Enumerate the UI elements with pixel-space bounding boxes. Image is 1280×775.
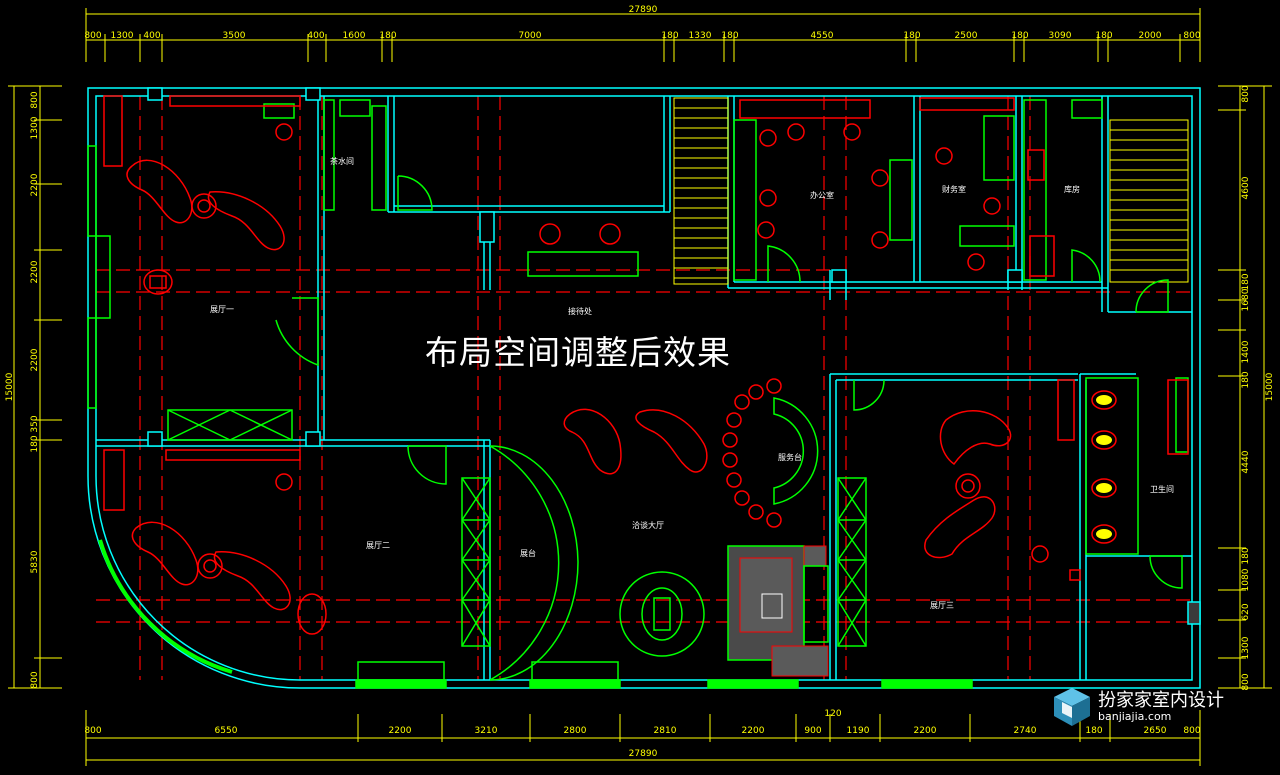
- layout-caption: 布局空间调整后效果: [425, 333, 731, 372]
- label-showroom-1: 展厅一: [210, 305, 234, 314]
- dim-top-16: 180: [1095, 31, 1112, 41]
- dim-right-11: 800: [1241, 673, 1251, 690]
- dim-bottom-1: 6550: [215, 726, 238, 736]
- dim-bottom-14: 800: [1183, 726, 1200, 736]
- dim-top-3: 3500: [223, 31, 246, 41]
- columns: [147, 87, 1201, 625]
- dim-top-10: 180: [721, 31, 738, 41]
- dim-bottom-12: 180: [1085, 726, 1102, 736]
- dimension-lines: [8, 8, 1272, 766]
- dimension-ticks: [34, 34, 1246, 742]
- dim-top-2: 400: [143, 31, 160, 41]
- dim-bottom-5: 2810: [654, 726, 677, 736]
- walls: [87, 87, 1201, 689]
- label-lobby: 洽谈大厅: [632, 520, 664, 530]
- label-display: 展台: [520, 548, 536, 558]
- dim-right-7: 180: [1241, 547, 1251, 564]
- dim-left-3: 2200: [30, 260, 40, 283]
- dim-top-14: 180: [1011, 31, 1028, 41]
- dim-total-right: 15000: [1265, 372, 1275, 401]
- brand-name: 扮家家室内设计: [1098, 690, 1224, 711]
- dim-top-12: 180: [903, 31, 920, 41]
- dim-bottom-9: 1190: [847, 726, 870, 736]
- dim-right-5: 180: [1241, 371, 1251, 388]
- dim-bottom-3: 3210: [475, 726, 498, 736]
- axis-lines: [96, 96, 1190, 680]
- toilet-fill: [1096, 395, 1112, 539]
- dim-left-2: 2200: [30, 173, 40, 196]
- dim-right-3: 1680: [1241, 288, 1251, 311]
- dim-right-9: 620: [1241, 603, 1251, 620]
- dim-right-8: 1080: [1241, 568, 1251, 591]
- furniture: [103, 95, 1189, 635]
- display-booth: [727, 545, 829, 677]
- dim-bottom-10: 2200: [914, 726, 937, 736]
- dim-top-5: 1600: [343, 31, 366, 41]
- label-reception: 接待处: [568, 306, 592, 316]
- dim-top-7: 7000: [519, 31, 542, 41]
- dim-bottom-8: 120: [824, 709, 841, 719]
- room-labels: 展厅一 展厅二 展厅三 洽谈大厅 接待处 茶水间 办公室 财务室 库房 卫生间 …: [210, 156, 1174, 610]
- dim-right-col: 800 4600 180 1680 1400 180 4440 180 1080…: [1241, 85, 1251, 690]
- dim-top-row: 800 1300 400 3500 400 1600 180 7000 180 …: [84, 31, 1200, 41]
- dim-top-1: 1300: [111, 31, 134, 41]
- dim-right-4: 1400: [1241, 340, 1251, 363]
- dim-bottom-0: 800: [84, 726, 101, 736]
- dim-left-0: 800: [30, 91, 40, 108]
- dim-top-18: 800: [1183, 31, 1200, 41]
- dim-right-2: 180: [1241, 273, 1251, 290]
- cube-logo-icon: [1054, 688, 1090, 726]
- dim-top-17: 2000: [1139, 31, 1162, 41]
- stair-left: [673, 97, 729, 285]
- dim-bottom-row: 800 6550 2200 3210 2800 2810 2200 900 12…: [84, 709, 1200, 736]
- dim-top-13: 2500: [955, 31, 978, 41]
- dim-bottom-11: 2740: [1014, 726, 1037, 736]
- label-showroom-2: 展厅二: [366, 541, 390, 550]
- dim-bottom-2: 2200: [389, 726, 412, 736]
- label-wc: 卫生间: [1150, 484, 1174, 494]
- dim-top-6: 180: [379, 31, 396, 41]
- brand-watermark: 扮家家室内设计 banjiajia.com: [1050, 684, 1278, 732]
- dim-left-8: 800: [30, 671, 40, 688]
- label-tea-room: 茶水间: [330, 156, 354, 166]
- brand-url: banjiajia.com: [1098, 710, 1172, 723]
- dim-bottom-7: 900: [804, 726, 821, 736]
- dim-right-10: 1300: [1241, 636, 1251, 659]
- stair-right: [1109, 119, 1189, 283]
- dim-bottom-6: 2200: [742, 726, 765, 736]
- dim-left-5: 350: [30, 415, 40, 432]
- dim-top-9: 1330: [689, 31, 712, 41]
- dim-total-left: 15000: [5, 372, 15, 401]
- label-storage: 库房: [1064, 184, 1080, 194]
- dim-left-4: 2200: [30, 348, 40, 371]
- dim-total-top: 27890: [629, 5, 658, 15]
- dim-right-1: 4600: [1241, 176, 1251, 199]
- dim-top-15: 3090: [1049, 31, 1072, 41]
- dim-left-6: 180: [30, 435, 40, 452]
- label-office: 办公室: [810, 190, 834, 200]
- dim-left-7: 5830: [30, 550, 40, 573]
- dim-total-bottom: 27890: [629, 749, 658, 759]
- dim-left-1: 1300: [30, 116, 40, 139]
- label-service-desk: 服务台: [778, 452, 802, 462]
- dim-top-0: 800: [84, 31, 101, 41]
- dim-top-11: 4550: [811, 31, 834, 41]
- label-showroom-3: 展厅三: [930, 601, 954, 610]
- dim-top-4: 400: [307, 31, 324, 41]
- dim-bottom-13: 2650: [1144, 726, 1167, 736]
- dim-bottom-4: 2800: [564, 726, 587, 736]
- dim-right-6: 4440: [1241, 450, 1251, 473]
- label-finance: 财务室: [942, 184, 966, 194]
- dim-left-col: 800 1300 2200 2200 2200 350 180 5830 800: [30, 91, 40, 688]
- fixtures: [87, 99, 1189, 689]
- dim-right-0: 800: [1241, 85, 1251, 102]
- dim-top-8: 180: [661, 31, 678, 41]
